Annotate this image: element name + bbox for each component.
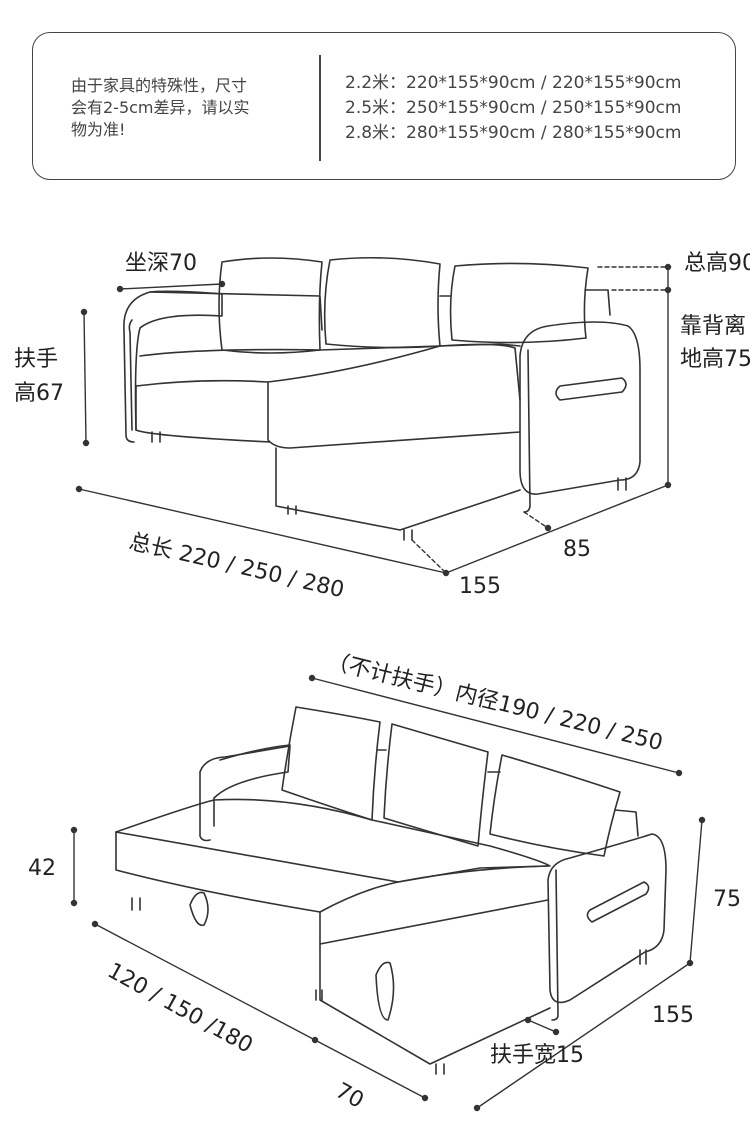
dim-dot	[70, 899, 78, 907]
seat-depth-label: 坐深70	[125, 251, 197, 276]
dim-dot	[698, 816, 706, 824]
dim-dot	[544, 524, 552, 532]
height-42-label: 42	[28, 856, 56, 881]
size-line: 2.2米：220*155*90cm / 220*155*90cm	[345, 73, 682, 93]
size-list: 2.2米：220*155*90cm / 220*155*90cm 2.5米：25…	[345, 71, 681, 146]
dim-dot	[75, 485, 83, 493]
disclaimer-note: 由于家具的特殊性，尺寸 会有2-5cm差异，请以实 物为准!	[71, 75, 311, 141]
dim-dot	[82, 439, 90, 447]
dim-dot	[80, 308, 88, 316]
size-line: 2.8米：280*155*90cm / 280*155*90cm	[345, 123, 682, 143]
dim-dot	[218, 280, 226, 288]
top-sofa-drawing	[123, 256, 641, 541]
back-height-label: 地高75	[680, 347, 750, 372]
bottom-labels: （不计扶手）内径190 / 220 / 250 42 75 120 / 150 …	[28, 649, 741, 1114]
dim-dot	[70, 826, 78, 834]
total-height-label: 总高90	[684, 251, 750, 276]
height-75-label: 75	[713, 887, 741, 912]
armrest-height-label: 高67	[14, 381, 64, 406]
dim-dot	[91, 920, 99, 928]
bottom-dimension-lines	[70, 674, 706, 1112]
size-info-box: 由于家具的特殊性，尺寸 会有2-5cm差异，请以实 物为准! 2.2米：220*…	[32, 32, 736, 180]
dim-dot	[308, 674, 316, 682]
dim-dot	[421, 1094, 429, 1102]
dim-dot	[675, 769, 683, 777]
bottom-sofa-drawing	[115, 706, 667, 1075]
dim-dot	[524, 1016, 532, 1024]
top-dimension-lines	[75, 263, 672, 577]
note-line: 会有2-5cm差异，请以实	[71, 98, 250, 117]
dim-dot	[552, 1028, 560, 1036]
total-length-label: 总长 220 / 250 / 280	[127, 529, 347, 603]
back-height-label: 靠背离	[680, 314, 746, 339]
size-line: 2.5米：250*155*90cm / 250*155*90cm	[345, 98, 682, 118]
inner-width-label: （不计扶手）内径190 / 220 / 250	[325, 649, 666, 757]
armrest-width-label: 扶手宽15	[490, 1043, 584, 1068]
note-line: 由于家具的特殊性，尺寸	[71, 76, 248, 95]
divider	[319, 55, 321, 161]
note-line: 物为准!	[71, 120, 126, 139]
depth-155-label: 155	[459, 574, 501, 599]
depth-70-label: 70	[331, 1078, 368, 1113]
dim-dot	[664, 286, 672, 294]
bed-length-label: 120 / 150 /180	[103, 958, 257, 1058]
armrest-height-label: 扶手	[14, 347, 58, 372]
depth-155-label: 155	[652, 1003, 694, 1028]
depth-85-label: 85	[563, 537, 591, 562]
dim-dot	[664, 263, 672, 271]
dim-dot	[116, 285, 124, 293]
dim-dot	[473, 1104, 481, 1112]
